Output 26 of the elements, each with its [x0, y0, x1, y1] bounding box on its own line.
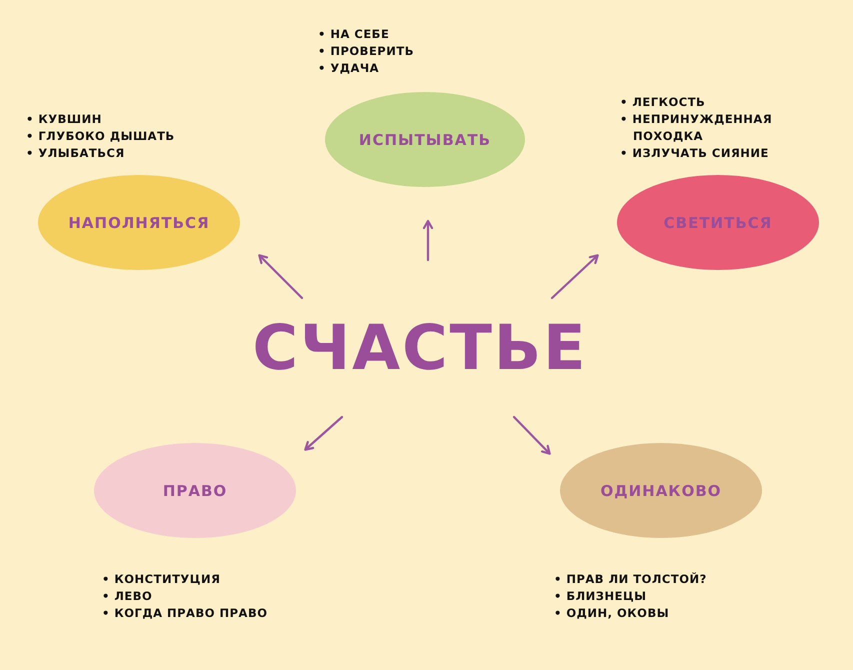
node-label: ОДИНАКОВО	[600, 482, 722, 500]
node-label: ИСПЫТЫВАТЬ	[358, 130, 492, 148]
bullet-item: • КУВШИН	[26, 111, 103, 128]
arrow	[512, 416, 551, 455]
bullet-item: • ОДИН, ОКОВЫ	[554, 605, 670, 622]
bullet-item: • КОНСТИТУЦИЯ	[102, 571, 222, 588]
bullet-item: • ПРАВ ЛИ ТОЛСТОЙ?	[554, 571, 708, 588]
arrow	[304, 416, 344, 451]
node-label: НАПОЛНЯТЬСЯ	[68, 214, 210, 232]
arrow	[258, 254, 304, 300]
bullet-item: • ПРОВЕРИТЬ	[318, 43, 415, 60]
arrow	[550, 254, 599, 300]
bullet-item: • ИЗЛУЧАТЬ СИЯНИЕ	[620, 145, 770, 162]
arrow	[422, 220, 434, 262]
bullet-item: • ЛЕГКОСТЬ	[620, 94, 706, 111]
bullet-item: • БЛИЗНЕЦЫ	[554, 588, 648, 605]
bullet-item: • НЕПРИНУЖДЕННАЯ ПОХОДКА	[620, 111, 774, 145]
bullet-item: • НА СЕБЕ	[318, 26, 390, 43]
node-label: ПРАВО	[162, 482, 228, 500]
node-label: СВЕТИТЬСЯ	[664, 214, 772, 232]
title-text: СЧАСТЬЕ	[252, 317, 588, 379]
bullet-item: • УДАЧА	[318, 60, 380, 77]
bullet-item: • КОГДА ПРАВО ПРАВО	[102, 605, 268, 622]
bullet-item: • ГЛУБОКО ДЫШАТЬ	[26, 128, 176, 145]
bullet-item: • ЛЕВО	[102, 588, 154, 605]
bullet-item: • УЛЫБАТЬСЯ	[26, 145, 126, 162]
